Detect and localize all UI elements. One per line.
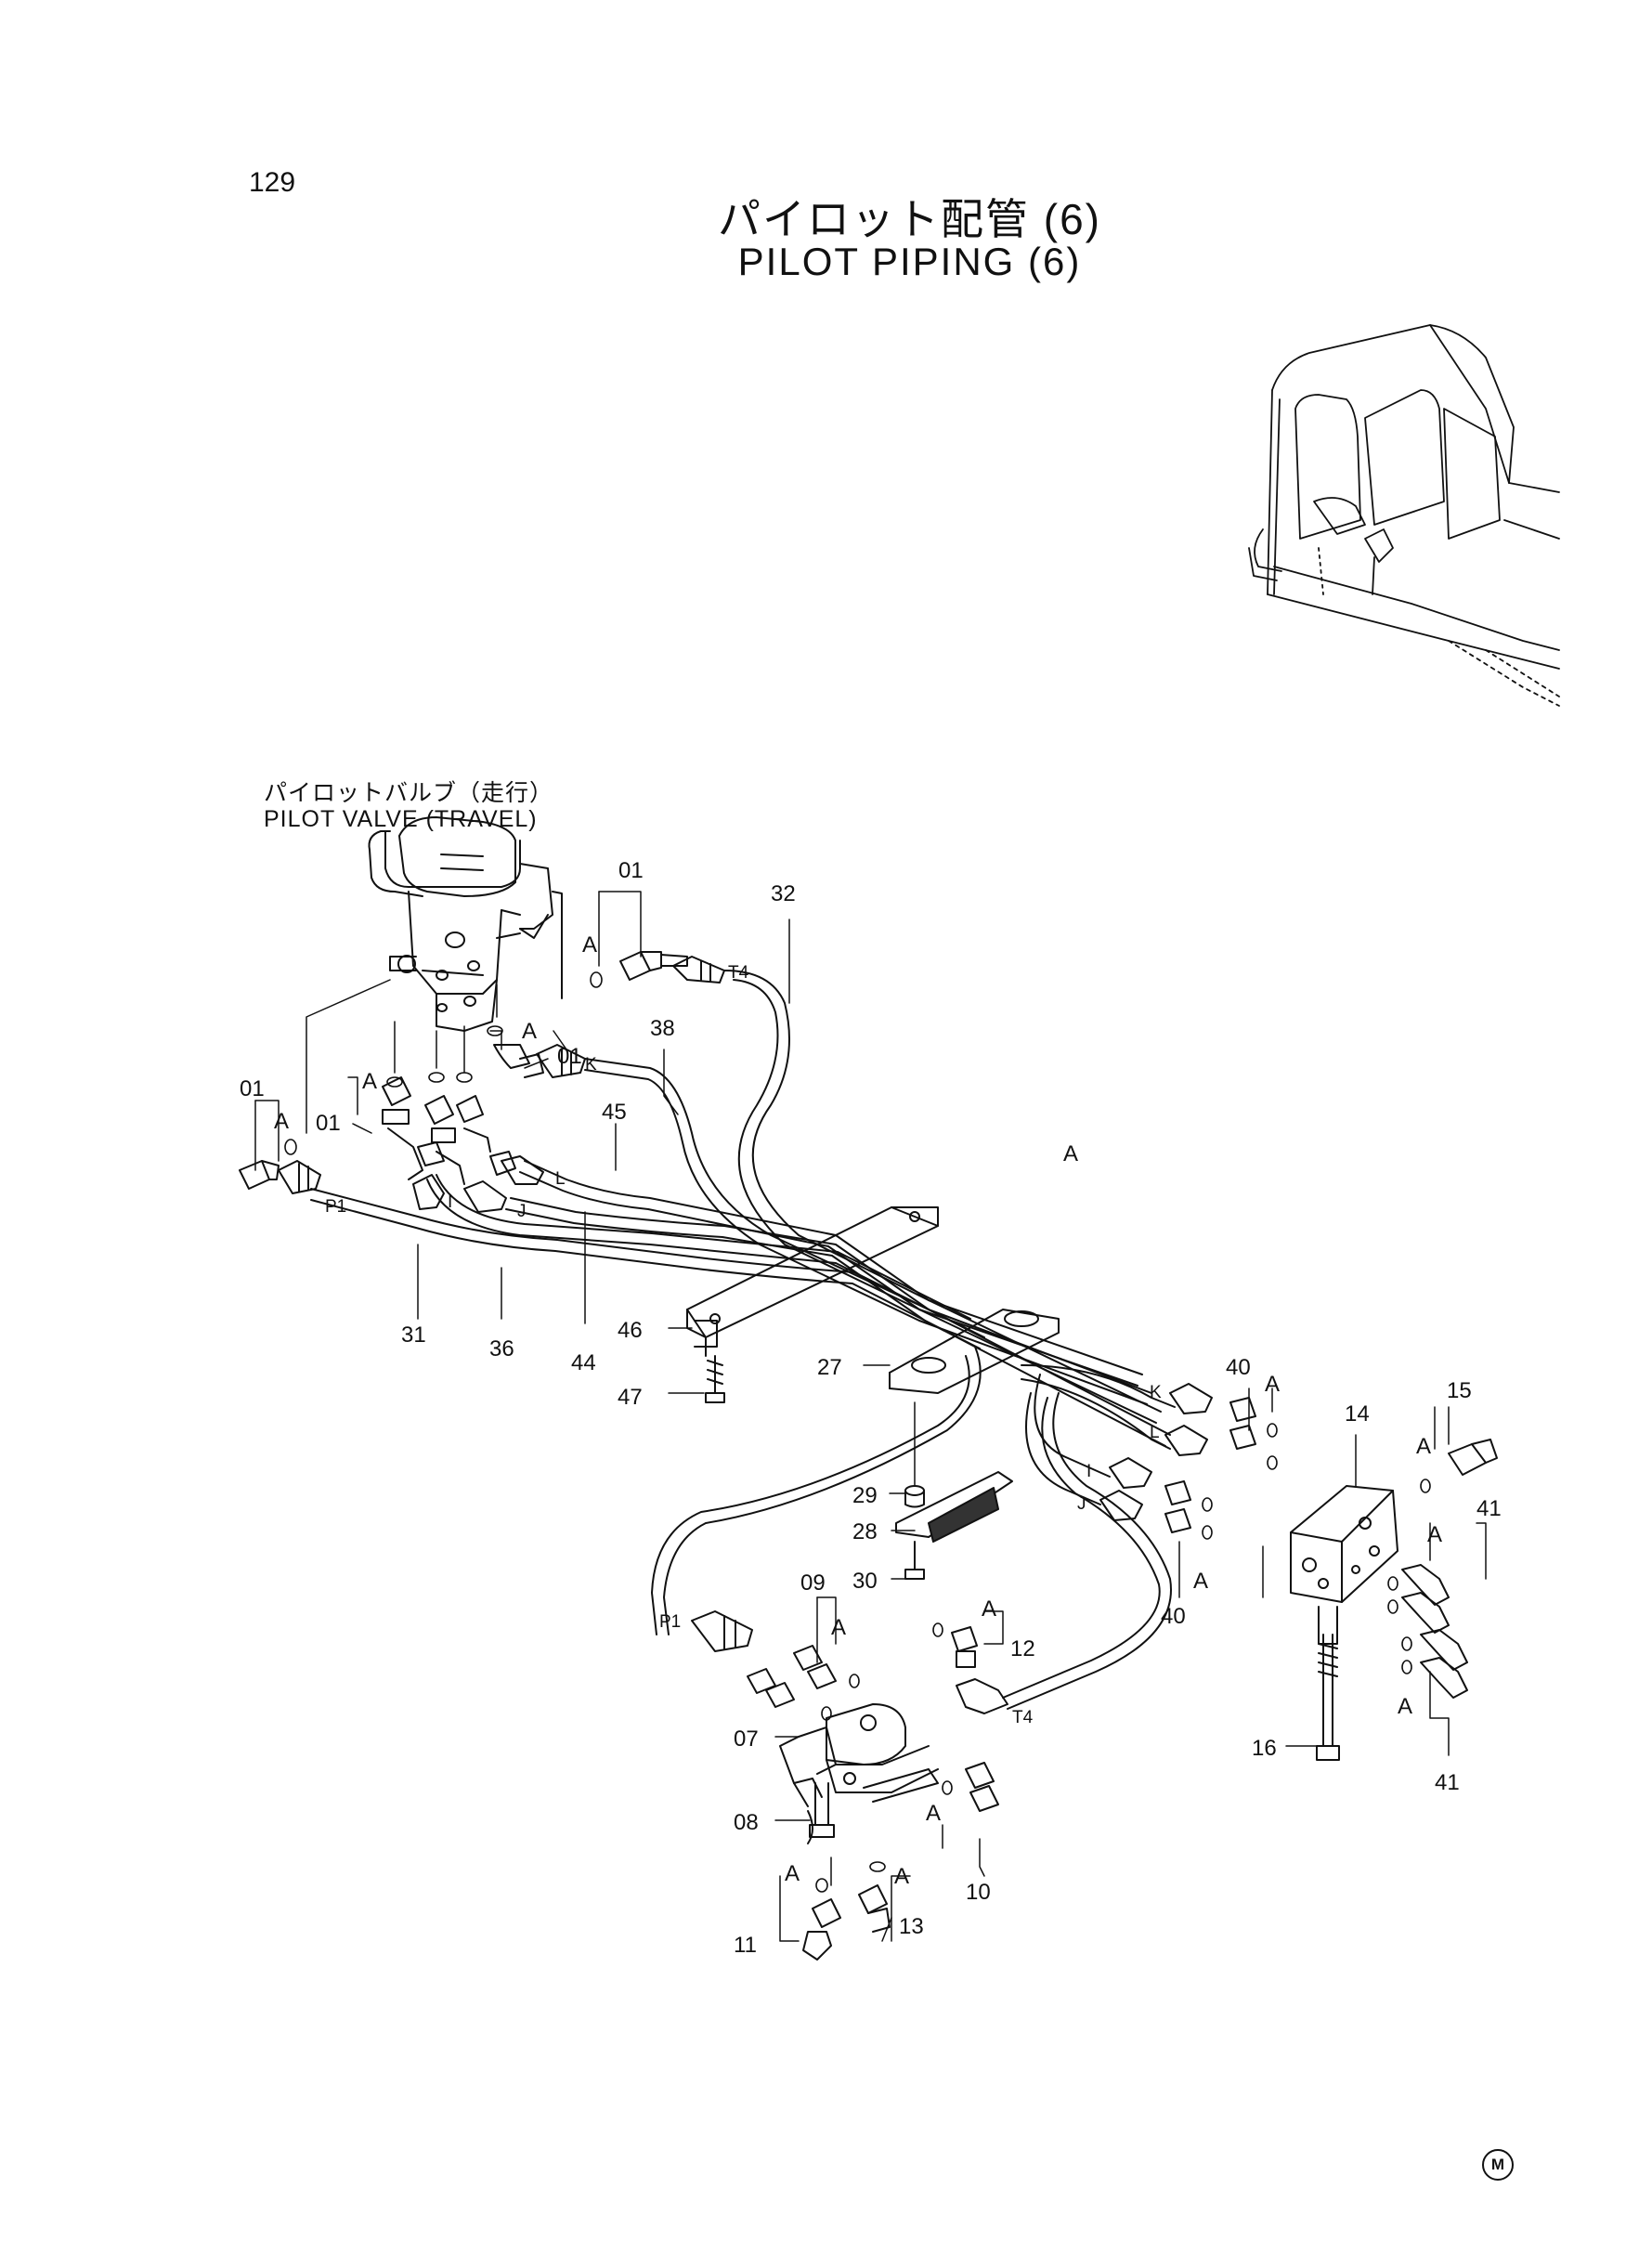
callout-40-lower: 40 <box>1161 1604 1186 1629</box>
callout-01-middle: 01 <box>316 1111 341 1136</box>
callout-08: 08 <box>734 1810 759 1835</box>
callout-45: 45 <box>602 1100 627 1125</box>
callout-36: 36 <box>489 1336 514 1362</box>
valve-port-leaders <box>306 979 498 1134</box>
callout-44: 44 <box>571 1350 596 1375</box>
o-rings <box>284 971 1431 1893</box>
port-j-right: J <box>1077 1494 1086 1514</box>
a-mark-3: A <box>274 1109 289 1134</box>
bolt-16 <box>1316 1634 1340 1761</box>
callout-41-lower: 41 <box>1435 1770 1460 1795</box>
port-i-right: I <box>1086 1462 1091 1481</box>
callout-16: 16 <box>1252 1736 1277 1761</box>
callout-30: 30 <box>852 1569 878 1594</box>
pilot-valve-label-japanese: パイロットバルブ（走行） <box>264 780 554 806</box>
callout-15: 15 <box>1447 1378 1472 1403</box>
callout-14: 14 <box>1345 1401 1370 1427</box>
port-k-top: K <box>585 1055 597 1075</box>
clamp-plate-27 <box>889 1309 1060 1394</box>
a-mark-6: A <box>1193 1569 1208 1594</box>
a-mark-8: A <box>1427 1522 1442 1547</box>
callout-32: 32 <box>771 881 796 906</box>
callout-40-upper: 40 <box>1226 1355 1251 1380</box>
callout-31: 31 <box>401 1322 426 1348</box>
port-l-right: L <box>1150 1423 1160 1442</box>
bracket-46 <box>694 1320 718 1348</box>
a-mark-1: A <box>582 932 597 958</box>
port-t4-lower: T4 <box>1012 1708 1034 1727</box>
callout-07: 07 <box>734 1726 759 1752</box>
callout-28: 28 <box>852 1519 878 1544</box>
port-j-top: J <box>517 1202 527 1221</box>
a-mark-14: A <box>785 1861 800 1886</box>
a-mark-9: A <box>1398 1694 1412 1719</box>
a-mark-15: A <box>1063 1141 1078 1166</box>
page-title-japanese: パイロット配管 (6) <box>718 195 1101 243</box>
callout-10: 10 <box>966 1880 991 1905</box>
callout-01-right: 01 <box>557 1044 582 1069</box>
bolt-47 <box>705 1355 725 1403</box>
callout-01-top: 01 <box>618 858 644 883</box>
callout-27: 27 <box>817 1355 842 1380</box>
a-mark-5: A <box>1265 1372 1280 1397</box>
a-mark-7: A <box>1416 1434 1431 1459</box>
port-labels: T4 K L I J P1 K L I J P1 T4 <box>325 963 1162 1727</box>
callout-29: 29 <box>852 1483 878 1508</box>
callout-01-left: 01 <box>240 1076 265 1101</box>
detail-a-marks: A A A A A A A A A A A A A A A <box>274 932 1442 1889</box>
callout-38: 38 <box>650 1016 675 1041</box>
port-p1-lower: P1 <box>659 1612 681 1632</box>
manufacturer-mark: M <box>1482 2149 1514 2181</box>
pilot-valve-label-english: PILOT VALVE (TRAVEL) <box>264 806 538 832</box>
callout-09: 09 <box>800 1570 826 1596</box>
hoses <box>310 970 1176 1710</box>
shuttle-valve-07 <box>779 1703 939 1844</box>
junction-block-14 <box>1290 1485 1398 1645</box>
callout-13: 13 <box>899 1914 924 1939</box>
callout-11: 11 <box>734 1933 757 1958</box>
fittings <box>239 951 1498 1961</box>
a-mark-10: A <box>831 1615 846 1640</box>
machine-cab-inset <box>1248 324 1560 707</box>
port-t4-top: T4 <box>728 963 749 983</box>
callout-12: 12 <box>1010 1636 1035 1661</box>
callout-leaders <box>254 891 1487 1942</box>
callout-46: 46 <box>618 1318 643 1343</box>
port-p1-top: P1 <box>325 1197 346 1217</box>
a-mark-11: A <box>982 1596 996 1622</box>
port-k-right: K <box>1150 1383 1162 1402</box>
a-mark-13: A <box>894 1864 909 1889</box>
page-title-english: PILOT PIPING (6) <box>737 240 1082 283</box>
port-l-top: L <box>555 1169 566 1189</box>
page-number: 129 <box>249 167 296 198</box>
a-mark-2: A <box>522 1019 537 1044</box>
rubber-parts-28-29-30 <box>895 1401 1013 1580</box>
a-mark-12: A <box>926 1801 941 1826</box>
callout-47: 47 <box>618 1385 643 1410</box>
callout-41-upper: 41 <box>1476 1496 1502 1521</box>
port-i-top: I <box>448 1192 452 1212</box>
callout-numbers: 01 01 01 01 32 38 45 31 36 44 46 47 27 2… <box>240 858 1502 1958</box>
pilot-valve-travel <box>368 816 563 1032</box>
a-mark-4: A <box>362 1069 377 1094</box>
